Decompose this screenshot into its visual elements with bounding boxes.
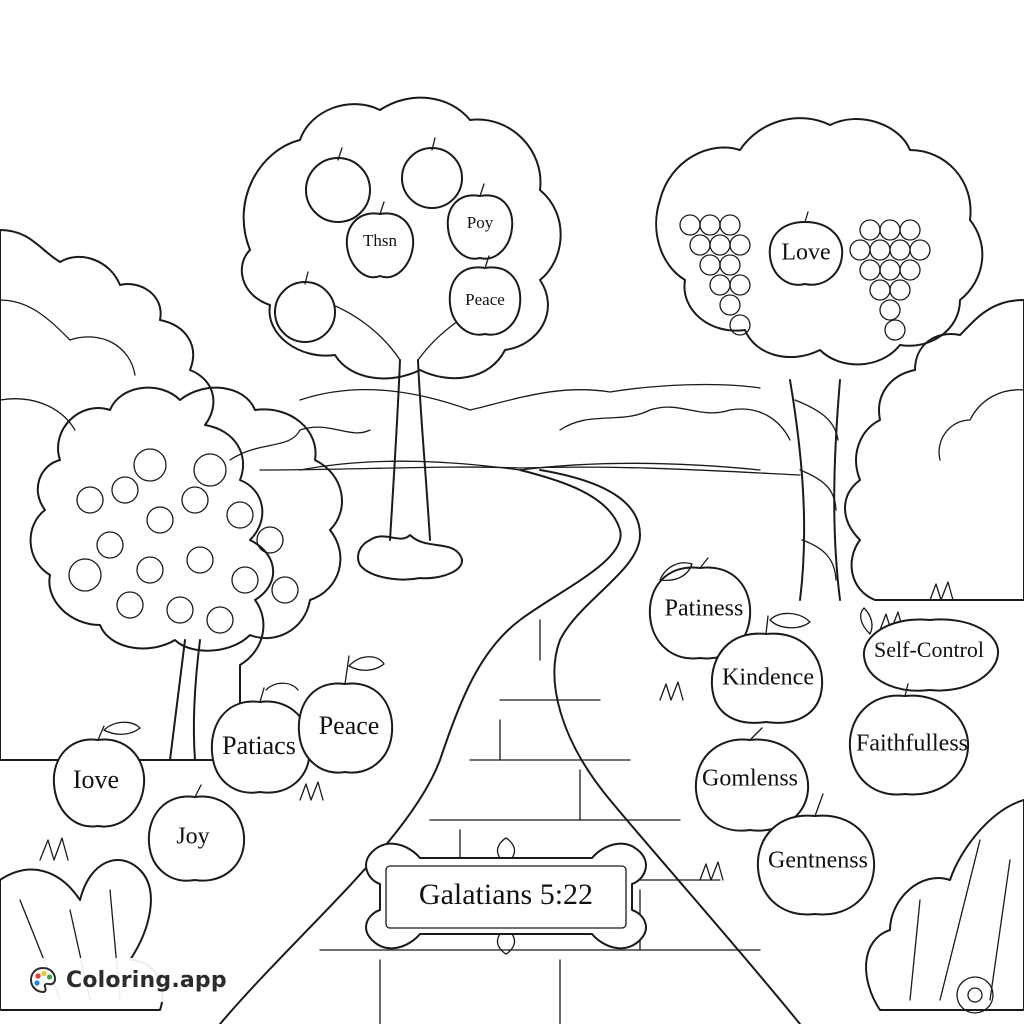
meadow — [259, 466, 801, 476]
tree-apple-poy-label: Poy — [467, 213, 494, 232]
apple-peace-left: Peace — [297, 655, 394, 774]
apple-faithfulless: Faithfulless — [848, 683, 970, 796]
grape-cluster-right — [849, 219, 931, 341]
grape-love-label: Love — [768, 211, 844, 286]
apple-gomlenss-label: Gomlenss — [702, 766, 798, 792]
apple-peace-left-label: Peace — [319, 711, 380, 740]
right-bushes — [844, 299, 1024, 601]
tree-apple-thsn: Thsn — [345, 201, 415, 279]
scripture-plaque: Galatians 5:22 — [365, 837, 647, 955]
palette-icon — [29, 966, 57, 994]
tree-apple-poy: Poy — [446, 183, 514, 260]
apple-iove: Iove — [52, 721, 146, 828]
apple-patiness: Patiness — [648, 557, 752, 660]
apple-joy-label: Joy — [176, 824, 209, 850]
grape-love-text: Love — [781, 240, 830, 266]
stone-path — [219, 469, 801, 1024]
treeline — [229, 406, 791, 461]
tree-apple-peace-label: Peace — [465, 290, 505, 309]
apple-faithfulless-label: Faithfulless — [856, 731, 968, 757]
apple-patiacs: Patiacs — [210, 682, 312, 794]
apple-iove-label: Iove — [73, 765, 119, 794]
apple-self-control: Self-Control — [859, 607, 1000, 692]
tree-apple-3 — [274, 271, 336, 343]
grape-cluster-left — [679, 214, 751, 336]
apple-self-control-label: Self-Control — [874, 637, 984, 662]
apple-gentnenss: Gentnenss — [756, 793, 876, 916]
apple-kindence-label: Kindence — [722, 665, 814, 691]
apple-gomlenss: Gomlenss — [694, 727, 810, 832]
tree-apple-peace: Peace — [448, 255, 522, 336]
tree-apple-thsn-label: Thsn — [363, 231, 398, 250]
left-bushes — [0, 229, 275, 761]
apple-patiacs-label: Patiacs — [222, 731, 296, 760]
tree-apple-1 — [305, 147, 371, 223]
distant-hills — [299, 383, 761, 471]
apple-kindence: Kindence — [710, 612, 824, 724]
apple-joy: Joy — [147, 784, 246, 882]
grape-vine-tree — [655, 117, 984, 601]
coloring-app-watermark: Coloring.app — [18, 958, 241, 1002]
foreground-plant-right — [865, 799, 1024, 1014]
apple-patiness-label: Patiness — [665, 596, 744, 622]
apple-gentnenss-label: Gentnenss — [768, 848, 868, 874]
tree-apple-2 — [401, 137, 463, 209]
plaque-text: Galatians 5:22 — [419, 878, 593, 911]
watermark-text: Coloring.app — [66, 967, 227, 993]
berry-bush — [29, 386, 343, 761]
